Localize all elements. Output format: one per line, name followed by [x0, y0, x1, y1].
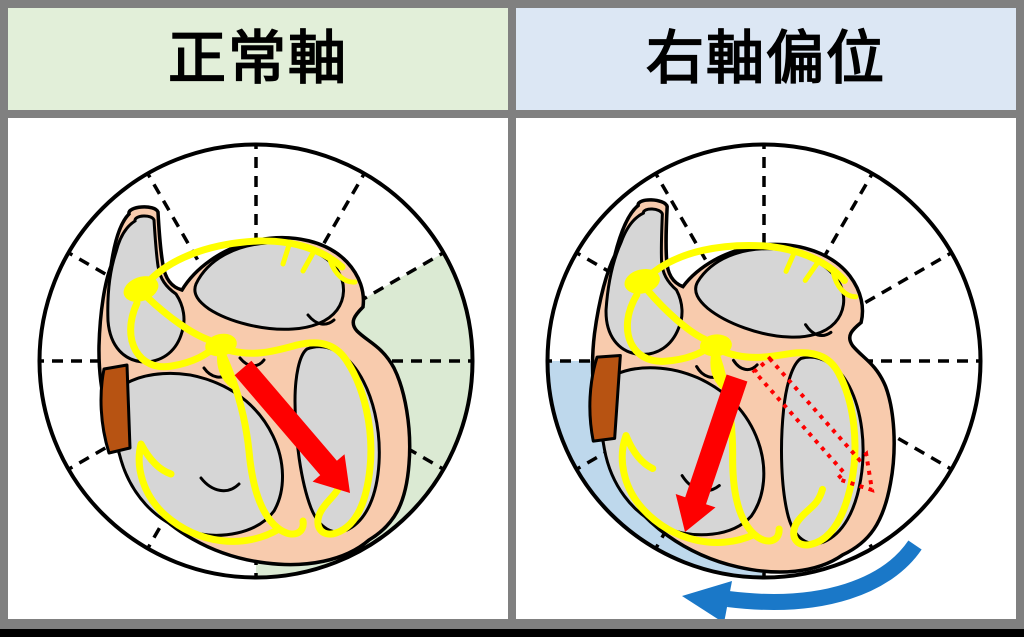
right-axis-deviation-figure	[545, 142, 983, 619]
panel-header-normal-axis: 正常軸	[8, 8, 508, 110]
bottom-black-bar	[0, 629, 1024, 637]
clockwise-rotation-arrowhead	[682, 581, 732, 619]
panel-header-right-axis-deviation: 右軸偏位	[516, 8, 1016, 110]
panel-right-axis-deviation	[516, 118, 1016, 619]
panel-normal-axis	[8, 118, 508, 619]
previous-axis-ghost-arrow	[751, 355, 875, 493]
qrs-axis-arrow	[234, 360, 350, 493]
axis-compass-circle	[37, 142, 475, 580]
panel-title-normal-axis: 正常軸	[167, 26, 348, 91]
axis-compass-circle	[545, 142, 983, 580]
qrs-axis-arrow	[675, 374, 748, 532]
panel-title-right-axis-deviation: 右軸偏位	[645, 26, 886, 91]
normal-axis-figure	[37, 142, 475, 580]
clockwise-rotation-arrow	[727, 540, 922, 610]
